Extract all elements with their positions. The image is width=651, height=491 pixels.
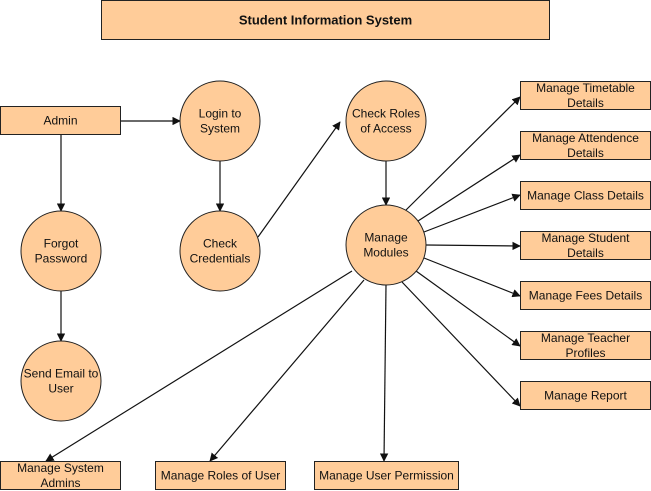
process-box	[520, 281, 651, 310]
process-box	[0, 106, 121, 135]
process-circle	[20, 210, 102, 292]
node-label: Manage Student	[541, 231, 630, 245]
node-label: Modules	[363, 246, 408, 260]
node-label: Password	[35, 252, 88, 266]
edge-modules-to-teacher	[415, 270, 521, 347]
node-label: Details	[567, 146, 604, 160]
node-label: Manage User Permission	[319, 469, 454, 483]
node-label: of Access	[360, 122, 411, 136]
edge-modules-to-attendence	[417, 154, 521, 222]
edge-modules-to-sysadmins	[45, 270, 353, 462]
node-label: Details	[567, 246, 604, 260]
node-report: Manage Report	[520, 381, 651, 410]
node-roles: Manage Roles of User	[155, 461, 286, 490]
edge-modules-to-fees	[423, 257, 521, 298]
process-box	[520, 131, 651, 160]
node-fees: Manage Fees Details	[520, 281, 651, 310]
edge-modules-to-permission	[379, 284, 389, 462]
edge-modules-to-roles	[209, 279, 365, 462]
node-label: Student Information System	[239, 13, 412, 28]
process-circle	[20, 340, 102, 422]
node-permission: Manage User Permission	[314, 461, 459, 490]
node-label: Manage Fees Details	[529, 289, 642, 303]
node-label: User	[48, 382, 73, 396]
node-classdetails: Manage Class Details	[520, 181, 651, 210]
edge-modules-to-student	[425, 241, 521, 251]
node-label: Manage System	[17, 461, 104, 475]
node-label: Manage Roles of User	[161, 469, 280, 483]
edge-checkcred-to-checkroles	[257, 121, 341, 238]
node-label: Forgot	[44, 237, 79, 251]
process-box	[155, 461, 286, 490]
edges-layer	[45, 96, 521, 462]
edge-modules-to-report	[401, 281, 521, 407]
process-box	[520, 81, 651, 110]
node-label: Manage Class Details	[527, 189, 644, 203]
node-label: Check Roles	[352, 107, 420, 121]
node-label: Profiles	[565, 346, 605, 360]
node-label: Manage Teacher	[541, 331, 630, 345]
node-label: Manage Report	[544, 389, 627, 403]
node-label: Manage	[364, 231, 408, 245]
title-box	[101, 0, 550, 40]
node-label: Check	[203, 237, 238, 251]
process-box	[520, 331, 651, 360]
node-label: Manage Timetable	[536, 81, 635, 95]
edge-modules-to-classdetails	[423, 193, 521, 233]
node-label: Login to	[199, 107, 242, 121]
node-title: Student Information System	[101, 0, 550, 40]
node-label: Credentials	[190, 252, 251, 266]
node-label: Admins	[40, 476, 80, 490]
node-label: Send Email to	[24, 367, 99, 381]
process-circle	[179, 210, 261, 292]
node-label: Admin	[43, 114, 77, 128]
process-box	[520, 231, 651, 260]
process-circle	[345, 80, 427, 162]
node-label: System	[200, 122, 240, 136]
process-box	[0, 461, 121, 490]
process-circle	[179, 80, 261, 162]
process-circle	[345, 204, 427, 286]
node-label: Details	[567, 96, 604, 110]
node-label: Manage Attendence	[532, 131, 639, 145]
process-box	[314, 461, 459, 490]
node-admin: Admin	[0, 106, 121, 135]
edge-modules-to-timetable	[404, 96, 521, 212]
